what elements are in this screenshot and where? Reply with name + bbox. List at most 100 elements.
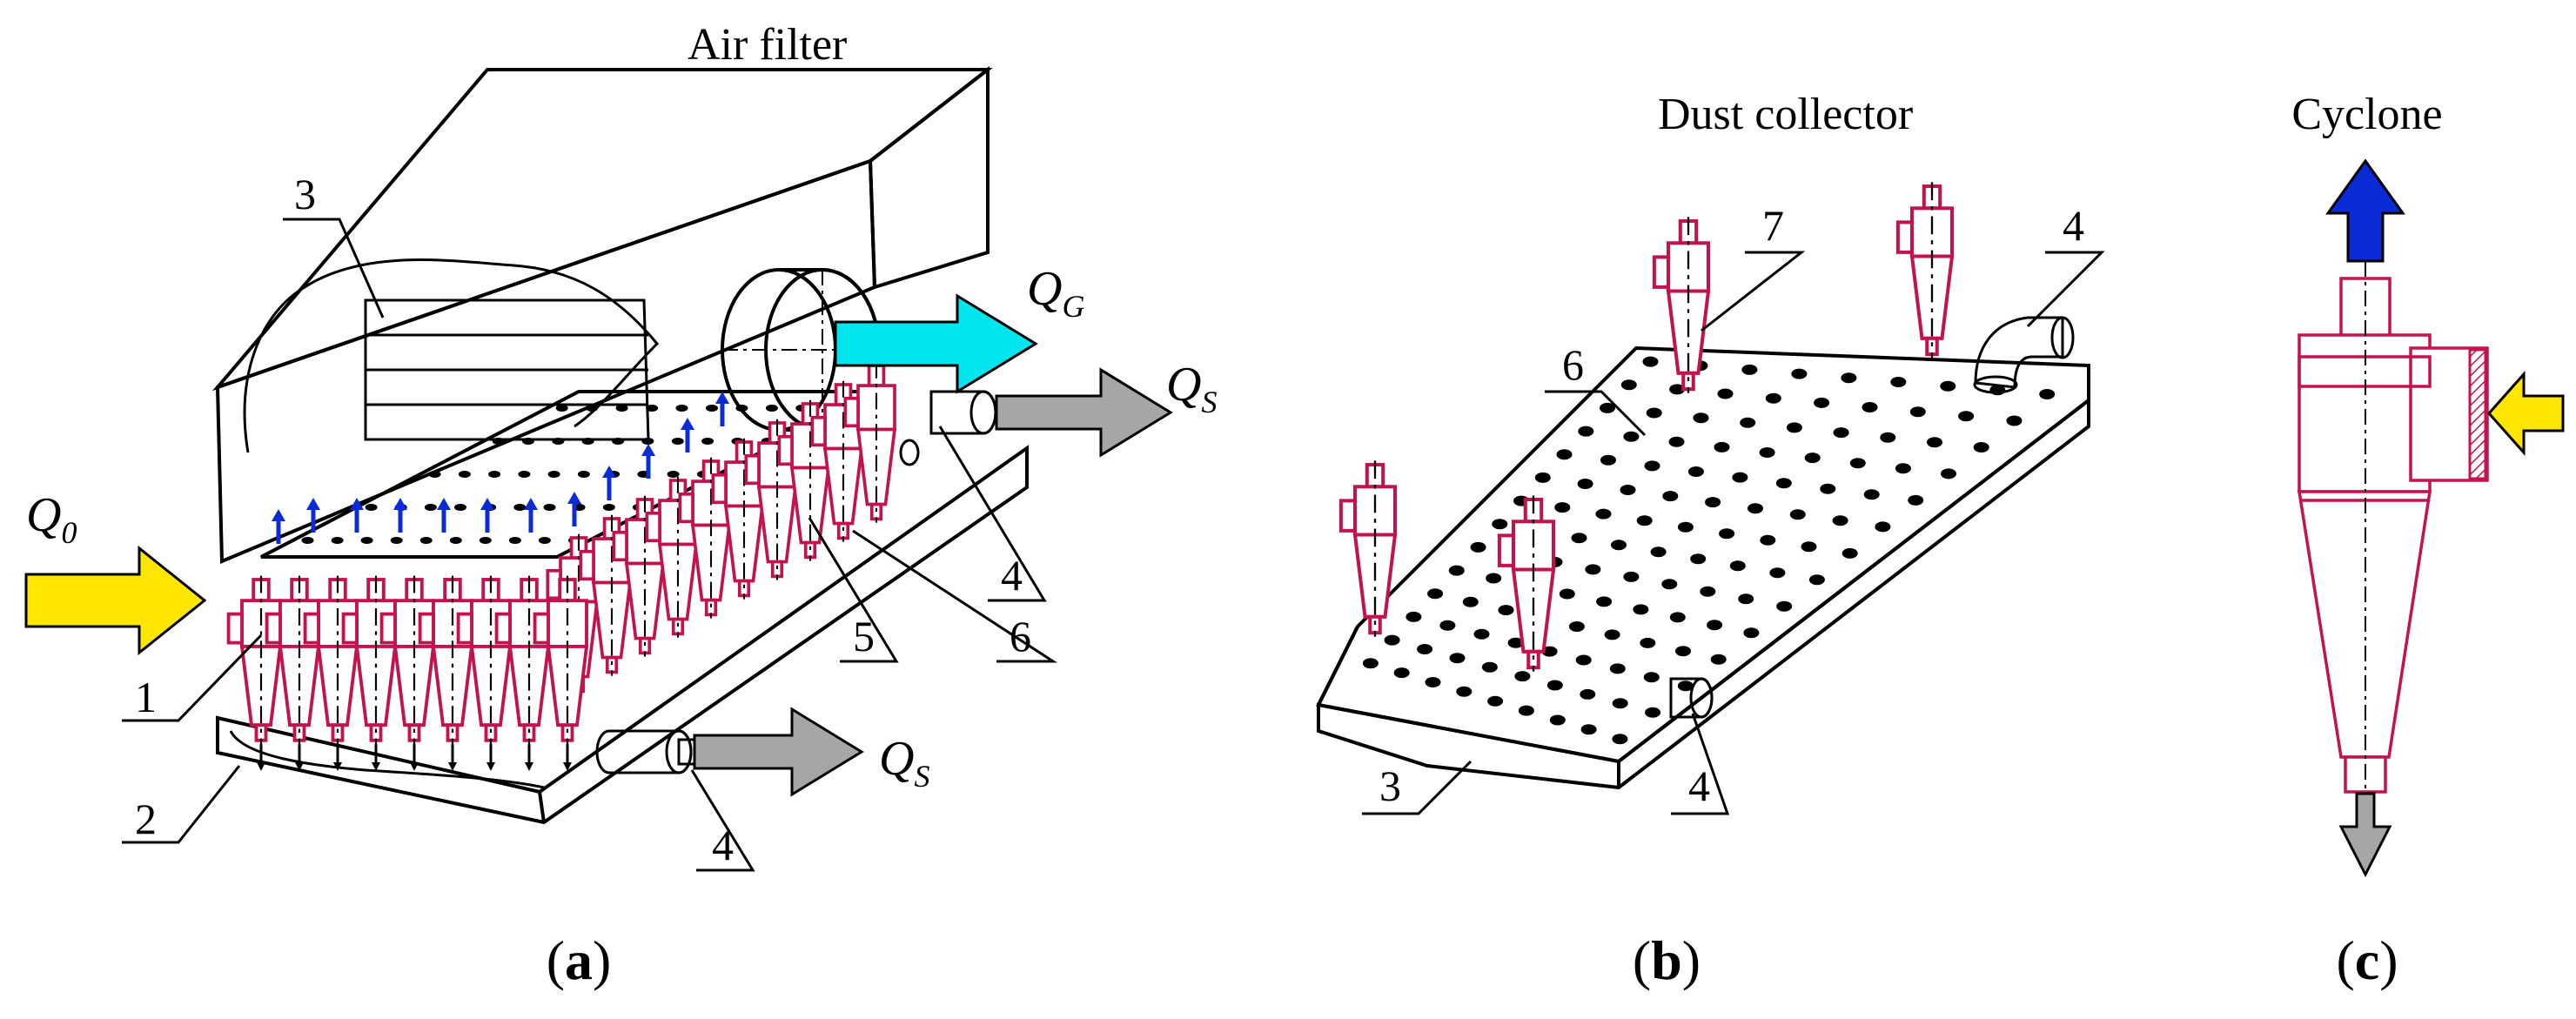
clean-air-arrowhead — [393, 498, 407, 510]
air-filter-title: Air filter — [688, 20, 847, 70]
plate-hole — [1642, 356, 1659, 367]
plate-hole — [1909, 406, 1926, 418]
plate-hole — [1486, 573, 1502, 584]
plate-hole — [1623, 571, 1640, 582]
plate-hole — [1425, 677, 1441, 687]
plate-hole — [1705, 497, 1721, 508]
plate-hole — [1546, 680, 1563, 691]
plate-hole — [1908, 494, 1924, 506]
plate-hole — [1470, 541, 1486, 553]
plate-hole — [1776, 600, 1793, 612]
plate-hole — [1786, 422, 1802, 433]
plate-hole — [1604, 629, 1620, 640]
caption-c: (c) — [2336, 929, 2398, 991]
plate-hole — [1669, 612, 1686, 623]
plate-hole — [1541, 646, 1558, 657]
dust-drip-head — [486, 762, 495, 771]
label-b-3: 3 — [1379, 761, 1401, 810]
label-5: 5 — [853, 612, 875, 660]
plate-hole — [1765, 392, 1781, 404]
label-1: 1 — [135, 673, 157, 721]
plate-hole — [1481, 661, 1498, 673]
plate-hole — [1927, 437, 1942, 448]
plate-hole — [1687, 466, 1704, 477]
plate-hole — [1719, 528, 1735, 540]
clean-air-arrowhead — [641, 444, 655, 456]
clean-air-arrowhead — [480, 498, 494, 510]
plate-hole — [1759, 447, 1775, 458]
plate-hole — [667, 471, 680, 478]
plate-hole — [1769, 567, 1786, 579]
plate-hole — [586, 405, 599, 412]
plate-hole — [1814, 397, 1830, 408]
label-3: 3 — [294, 170, 316, 218]
plate-hole — [1462, 596, 1479, 607]
plate-hole — [1863, 489, 1880, 500]
collector-tray-b — [1316, 345, 2090, 790]
plate-hole — [424, 504, 437, 511]
plate-hole — [1636, 515, 1653, 526]
plate-hole — [1661, 579, 1678, 590]
plate-hole — [2039, 389, 2056, 399]
plate-hole — [543, 504, 556, 511]
plate-hole — [641, 438, 654, 445]
plate-hole — [488, 471, 501, 478]
plate-hole — [1801, 541, 1817, 553]
plate-hole — [1427, 588, 1444, 600]
plate-hole — [1820, 483, 1836, 494]
plate-hole — [1620, 379, 1637, 391]
plate-hole — [1958, 411, 1975, 422]
panel-c-cyclone: Cyclone (c) — [2291, 90, 2565, 991]
plate-hole — [1449, 653, 1466, 664]
inlet-flow-label: Q0 — [26, 488, 77, 550]
plate-hole — [615, 405, 628, 412]
plate-hole — [1748, 503, 1763, 514]
plate-hole — [1841, 547, 1858, 559]
plate-hole — [1609, 663, 1626, 674]
plate-hole — [1940, 380, 1956, 392]
dust-flow-label-bottom: QS — [879, 732, 929, 794]
plate-hole — [1514, 671, 1531, 682]
plate-hole — [1556, 449, 1573, 460]
label-6: 6 — [1010, 612, 1031, 660]
cyclone-b-2 — [1499, 495, 1553, 671]
plate-hole — [1760, 534, 1776, 546]
plate-hole — [1841, 372, 1857, 384]
plate-hole — [1612, 734, 1628, 745]
clean-air-arrowhead — [602, 466, 616, 478]
plate-hole — [1456, 686, 1472, 697]
plate-hole — [1646, 407, 1662, 419]
dust-drip-head — [448, 762, 457, 771]
label-4-bottom: 4 — [712, 821, 734, 869]
plate-hole — [1633, 604, 1649, 615]
plate-hole — [479, 537, 492, 544]
panel-a-air-filter: Air filter Q0 QG QS QS 1 2 3 4 4 5 6 (a) — [24, 20, 1217, 991]
plate-hole — [547, 471, 560, 478]
clean-air-arrows — [272, 392, 729, 544]
plate-hole — [552, 438, 565, 445]
plate-hole — [1717, 388, 1734, 399]
plate-hole — [1741, 364, 1758, 375]
clean-air-arrowhead — [524, 498, 538, 510]
plate-hole — [1596, 596, 1613, 607]
plate-hole — [1507, 637, 1524, 648]
plate-hole — [1833, 427, 1849, 439]
plate-hole — [1577, 479, 1593, 489]
dust-drip-head — [333, 762, 342, 771]
cyclone-body — [2297, 261, 2489, 805]
plate-hole — [1890, 377, 1907, 387]
plate-hole — [1714, 441, 1730, 453]
label-b-4-front: 4 — [1688, 761, 1710, 810]
plate-hole — [1729, 560, 1746, 572]
plate-hole — [1384, 634, 1400, 646]
plate-hole — [1439, 620, 1456, 631]
plate-hole — [2006, 415, 2023, 426]
plate-hole — [331, 537, 344, 544]
plate-hole — [1662, 491, 1679, 502]
plate-hole — [1487, 695, 1504, 707]
plate-hole — [454, 504, 466, 511]
plate-hole — [1393, 667, 1410, 679]
dust-drip-head — [410, 762, 419, 771]
plate-hole — [1417, 644, 1433, 654]
